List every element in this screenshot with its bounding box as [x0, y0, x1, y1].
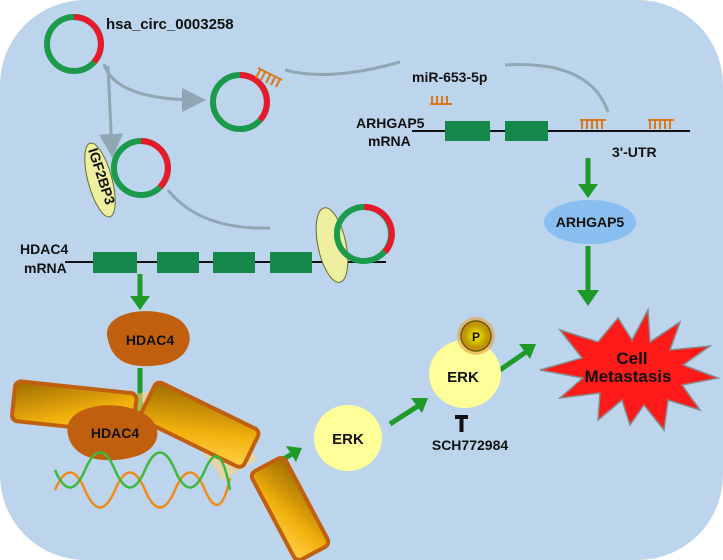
arhgap5-mrna-label: mRNA: [368, 133, 411, 149]
mirna-icon: [255, 67, 283, 88]
hdac4-exon: [270, 252, 312, 273]
hdac4-nuclear-label: HDAC4: [91, 425, 139, 441]
igf2bp3-circrna-on-mrna: [315, 203, 395, 283]
outcome-label-line2: Metastasis: [585, 367, 672, 386]
hdac4-gene-label: HDAC4: [20, 241, 68, 257]
arhgap5-exon: [505, 121, 548, 141]
arhgap5-protein-label: ARHGAP5: [556, 214, 625, 230]
erk-label: ERK: [332, 431, 364, 448]
hdac4-mrna-label: mRNA: [24, 260, 67, 276]
igf2bp3-complex: [84, 138, 171, 218]
hdac4-exon: [93, 252, 137, 273]
arhgap5-protein: [544, 200, 636, 244]
outcome-label-line1: Cell: [616, 349, 647, 368]
erk-protein: [314, 405, 382, 471]
hdac4-nuclear-protein: [67, 405, 158, 461]
inhibitor-label: SCH772984: [432, 437, 508, 453]
circrna-mirna-sponge: [210, 67, 283, 132]
circrna-free: [44, 14, 104, 74]
flow-lines: [99, 60, 610, 230]
dna-icon: [53, 451, 232, 509]
mirna-binding-site-icon: [580, 119, 674, 129]
phosphate-label: P: [472, 330, 480, 344]
mirna-label: miR-653-5p: [412, 69, 487, 85]
inhibition-icon: [455, 415, 468, 432]
hdac4-exon: [157, 252, 199, 273]
phospho-erk-protein: [429, 340, 501, 408]
phospho-erk-label: ERK: [447, 369, 479, 386]
metastasis-star: [539, 307, 721, 432]
utr-label: 3'-UTR: [612, 144, 657, 160]
hdac4-protein: [106, 311, 190, 367]
arhgap5-exon: [445, 121, 490, 141]
hdac4-protein-label: HDAC4: [126, 332, 174, 348]
phosphate-icon: [460, 320, 492, 352]
circrna-label: hsa_circ_0003258: [106, 16, 234, 33]
mirna-icon: [430, 96, 452, 105]
hdac4-exon: [213, 252, 255, 273]
arhgap5-gene-label: ARHGAP5: [356, 115, 425, 131]
